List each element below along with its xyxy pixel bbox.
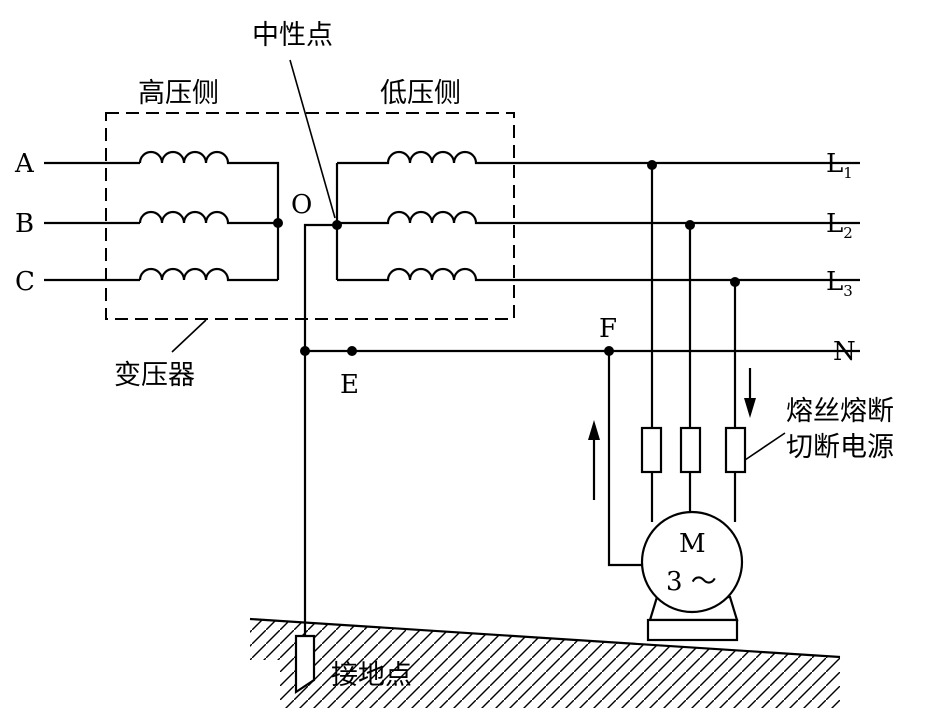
- high-voltage-coils: [138, 150, 283, 282]
- motor-frame-wire: [607, 351, 645, 567]
- point-f-label: F: [599, 314, 617, 344]
- transformer-label: 变压器: [114, 360, 195, 391]
- phase-a-label: A: [14, 149, 35, 179]
- arrow-up-icon: [588, 420, 600, 440]
- phase-c-label: C: [15, 267, 35, 297]
- input-lines: [44, 161, 140, 282]
- motor-m-label: M: [679, 529, 706, 559]
- fuse-l3-blown: [724, 426, 747, 474]
- neutral-point-leader: [289, 59, 336, 219]
- neutral-point-label: 中性点: [252, 20, 333, 51]
- line-l2-label: L2: [826, 209, 853, 242]
- ground-hatch: [250, 619, 840, 708]
- transformer-leader: [171, 319, 207, 353]
- ground-surface: [249, 617, 841, 659]
- ground-point-label: 接地点: [331, 660, 412, 691]
- fuse-label-leader: [744, 432, 786, 461]
- motor-circle: [640, 510, 744, 614]
- fuse-l1: [640, 426, 663, 474]
- fuse-l2: [679, 426, 702, 474]
- fuses: [640, 426, 747, 474]
- low-voltage-side-label: 低压侧: [380, 78, 461, 109]
- line-l1-label: L1: [826, 149, 853, 182]
- fuse-blown-label-line1: 熔丝熔断: [786, 396, 894, 427]
- transformer-enclosure: [105, 112, 515, 320]
- fuse-blown-label-line2: 切断电源: [786, 432, 894, 463]
- line-n-label: N: [833, 337, 856, 367]
- neutral-earth-wiring: [300, 223, 860, 635]
- earth-electrode: [294, 634, 316, 695]
- motor: [640, 510, 744, 642]
- high-side-star-junction: [273, 218, 283, 228]
- neutral-o-label: O: [291, 190, 312, 220]
- point-e-dot: [347, 346, 357, 356]
- motor-phase-label: 3 ～: [666, 567, 717, 597]
- motor-feed-lines: [647, 160, 740, 522]
- low-voltage-coils: [332, 150, 860, 282]
- line-l3-label: L3: [826, 267, 853, 300]
- point-e-label: E: [340, 370, 359, 400]
- arrow-down-icon: [744, 398, 756, 418]
- high-voltage-side-label: 高压侧: [138, 78, 219, 109]
- phase-b-label: B: [15, 209, 34, 239]
- fault-current-arrows: [588, 368, 756, 500]
